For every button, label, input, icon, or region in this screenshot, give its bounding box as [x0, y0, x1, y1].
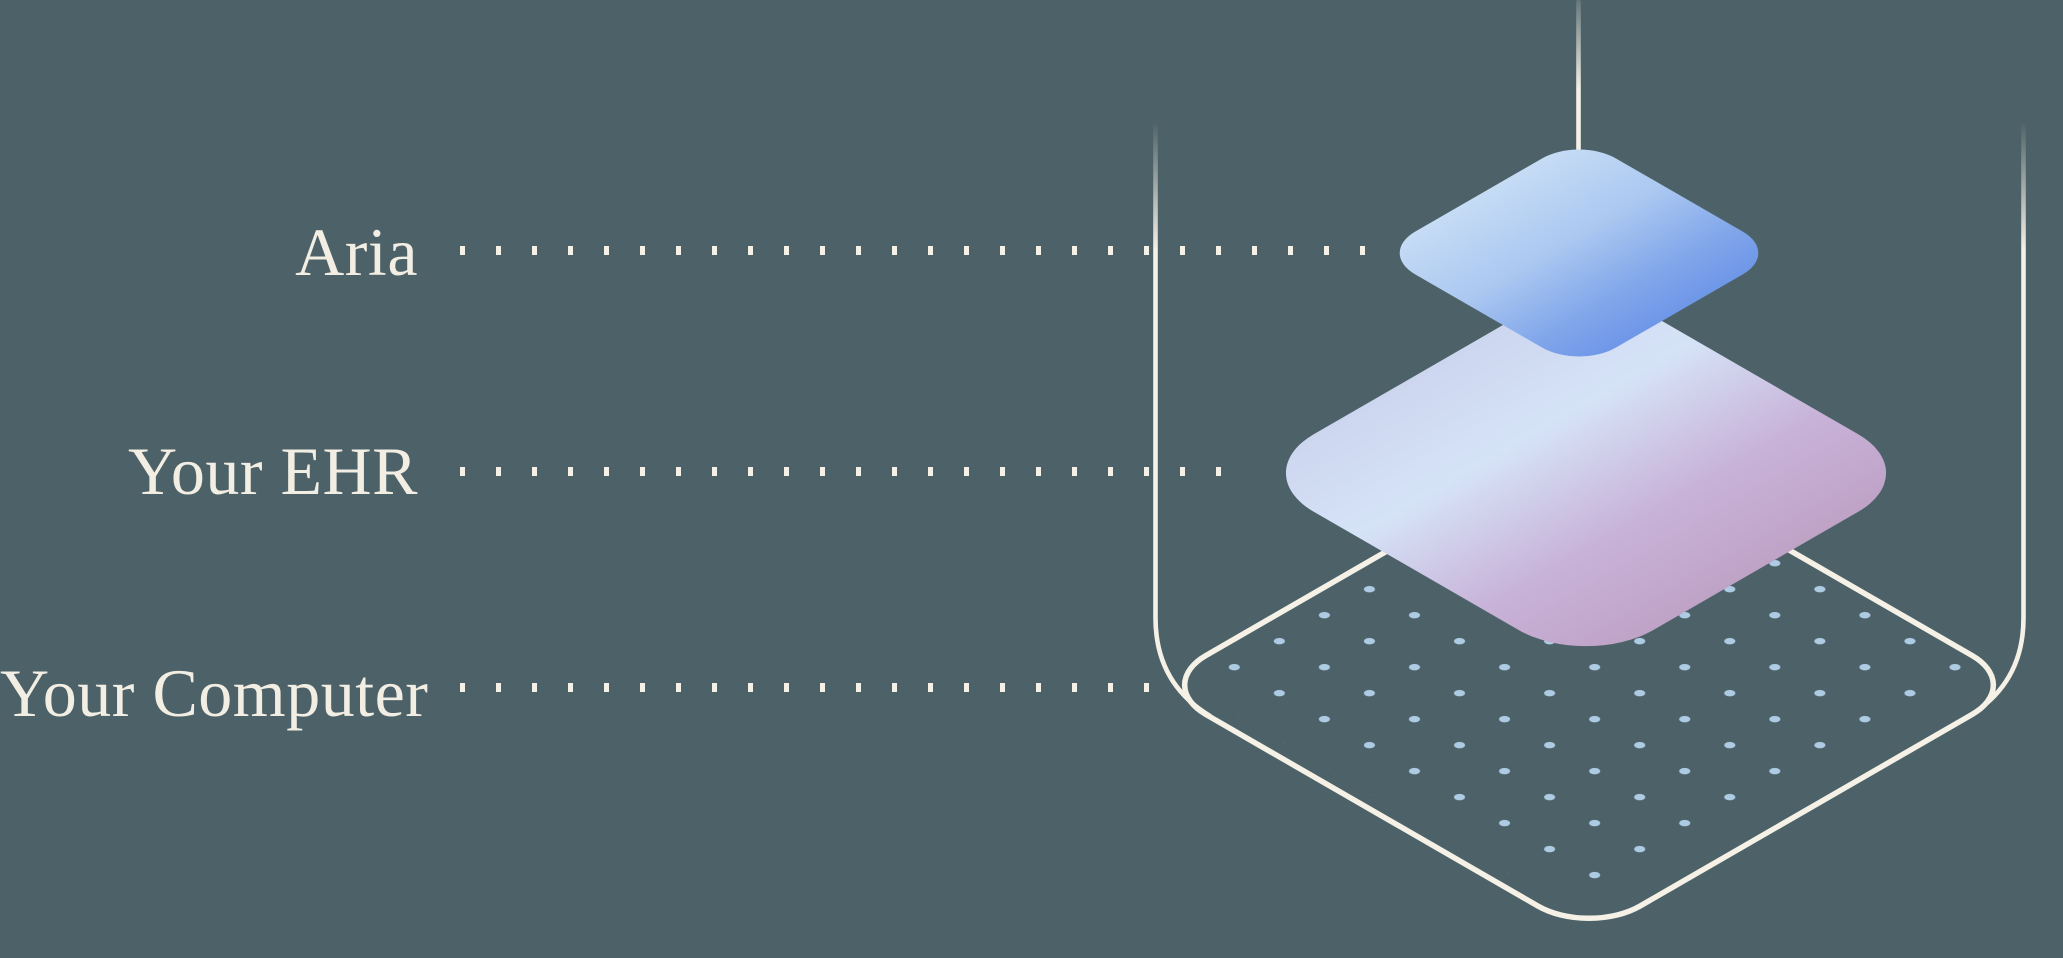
computer-layer-base	[1155, 434, 2023, 935]
ehr-layer-diamond	[1285, 299, 1887, 647]
base-outline	[1155, 434, 2023, 935]
dotted-connector-computer	[460, 683, 1155, 692]
layer-label-aria: Aria	[295, 214, 418, 290]
aria-layer-diamond	[1399, 149, 1759, 357]
dotted-connector-ehr	[460, 467, 1247, 476]
layer-label-computer: Your Computer	[0, 655, 429, 731]
layer-label-ehr: Your EHR	[128, 433, 418, 509]
container-left-edge-line	[1153, 123, 1213, 719]
base-dot-grid	[1206, 464, 1972, 906]
container-right-edge-line	[1966, 123, 2026, 719]
dotted-connector-aria	[460, 246, 1378, 255]
